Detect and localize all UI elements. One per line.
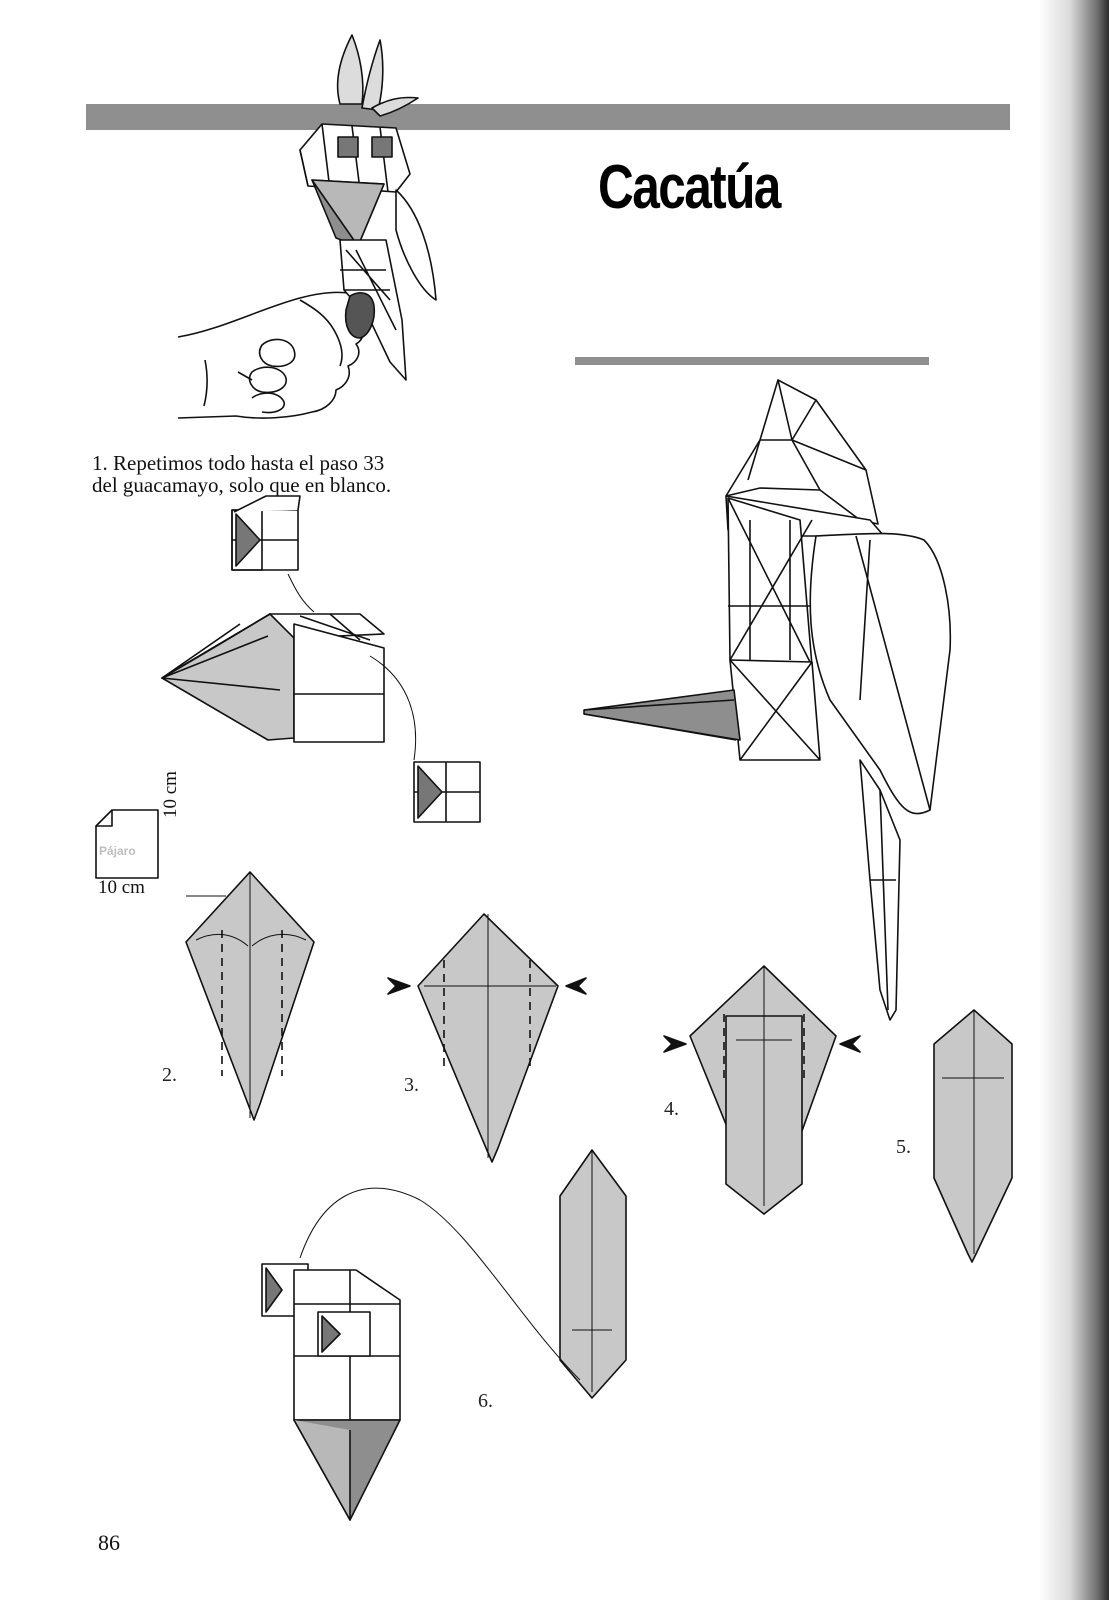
step-6-number: 6.: [478, 1390, 493, 1413]
step-4-number: 4.: [664, 1098, 679, 1121]
cockatoo-small-illustration: [300, 35, 436, 380]
step-2-number: 2.: [162, 1064, 177, 1087]
step-2-diagram: [186, 872, 314, 1120]
page-number: 86: [98, 1530, 120, 1556]
hand-illustration: [178, 292, 367, 418]
step-6-diagram: [262, 1150, 626, 1520]
step-3-number: 3.: [404, 1074, 419, 1097]
cockatoo-final-model: [584, 380, 950, 1020]
paper-icon-label: Pájaro: [99, 844, 136, 858]
paper-width-label: 10 cm: [98, 877, 145, 899]
paper-height-label: 10 cm: [160, 771, 182, 818]
step-5-diagram: [934, 1010, 1012, 1262]
step-4-diagram: [664, 966, 860, 1214]
step-1-diagram: [162, 496, 480, 822]
step-5-number: 5.: [896, 1136, 911, 1159]
step-3-diagram: [388, 914, 586, 1162]
